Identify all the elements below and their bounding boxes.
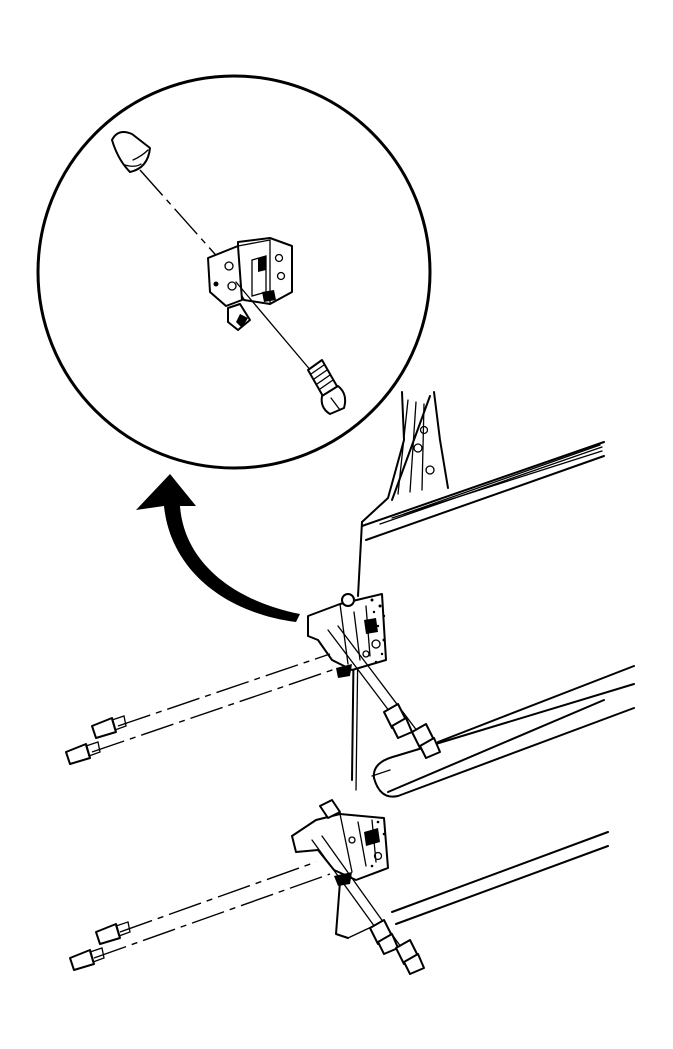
- door-upper-edge: [361, 441, 605, 541]
- lower-door-hinge: [291, 799, 389, 886]
- hinge-bolt-detail: [307, 359, 347, 415]
- door-body-molding: [335, 621, 635, 939]
- pin-center-line: [139, 169, 223, 263]
- hinge-assembly-detail: [207, 237, 293, 331]
- lower-hinge-bolts: [69, 835, 425, 975]
- upper-door-hinge: [307, 593, 387, 678]
- detail-magnifier: [36, 74, 432, 470]
- detail-magnifier-circle: [36, 74, 432, 470]
- hinge-pin-cap: [111, 131, 151, 173]
- bolt-center-line: [235, 281, 313, 373]
- door-frame-pillar: [357, 391, 449, 597]
- upper-hinge-bolts: [65, 625, 441, 765]
- pointer-arrow: [136, 474, 300, 622]
